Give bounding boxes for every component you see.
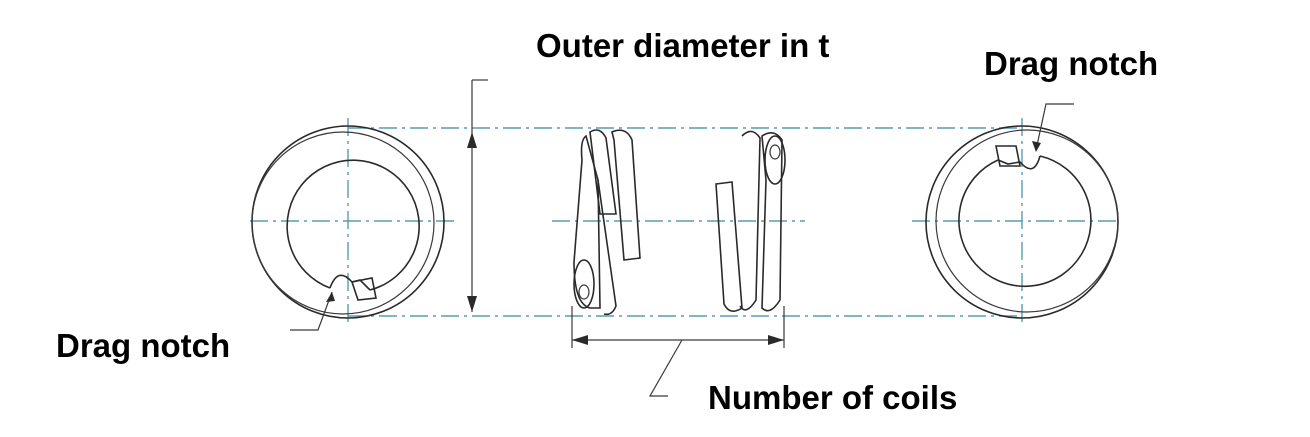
drag-notch-label-right: Drag notch xyxy=(984,45,1159,82)
coil-end-right xyxy=(764,135,786,185)
coil-end-right-inner xyxy=(769,144,781,160)
right-drag-notch xyxy=(995,145,1021,167)
number-of-coils-label: Number of coils xyxy=(708,379,958,416)
centerlines xyxy=(250,118,1120,322)
coils-arrow-left xyxy=(572,335,588,345)
right-ring-second-coil xyxy=(935,129,1119,313)
outer-diameter-label-line1: Outer diameter xyxy=(536,27,771,64)
left-notch-leader xyxy=(290,291,333,331)
coil-strip-1 xyxy=(589,129,617,215)
coil-strip-2 xyxy=(611,129,641,261)
od-arrow-bottom xyxy=(467,296,477,312)
od-arrow-top xyxy=(467,132,477,148)
coil-strip-4 xyxy=(597,179,617,316)
coil-strip-5 xyxy=(715,181,743,312)
coils-leader xyxy=(648,339,683,397)
coils-arrow-right xyxy=(768,335,784,345)
right-notch-leader-arrow xyxy=(1032,141,1041,152)
outer-diameter-label-clip: Outer diameter in the free state xyxy=(530,26,830,104)
left-ring-second-coil xyxy=(251,131,435,315)
left-end-view xyxy=(251,125,445,331)
left-drag-notch xyxy=(350,277,377,301)
coil-strip-3 xyxy=(573,134,601,309)
right-ring-inner xyxy=(958,155,1092,287)
right-notch-leader xyxy=(1035,103,1074,151)
outer-diameter-dimension xyxy=(467,79,488,312)
left-notch-leader-arrow xyxy=(326,292,335,302)
coil-strip-7 xyxy=(761,132,783,312)
coil-end-left xyxy=(573,259,595,309)
coil-strip-6 xyxy=(739,130,761,311)
coils-dimension xyxy=(571,306,785,397)
outer-diameter-label-line2: in the free state xyxy=(779,27,830,64)
coil-side-view xyxy=(573,129,786,316)
left-drag-notch-tang xyxy=(329,274,371,291)
left-ring-inner xyxy=(286,159,420,291)
right-end-view xyxy=(925,103,1119,319)
drag-notch-label-left: Drag notch xyxy=(56,327,231,364)
outer-diameter-label: Outer diameter in the free state xyxy=(536,26,830,66)
coil-end-left-inner xyxy=(578,284,590,300)
